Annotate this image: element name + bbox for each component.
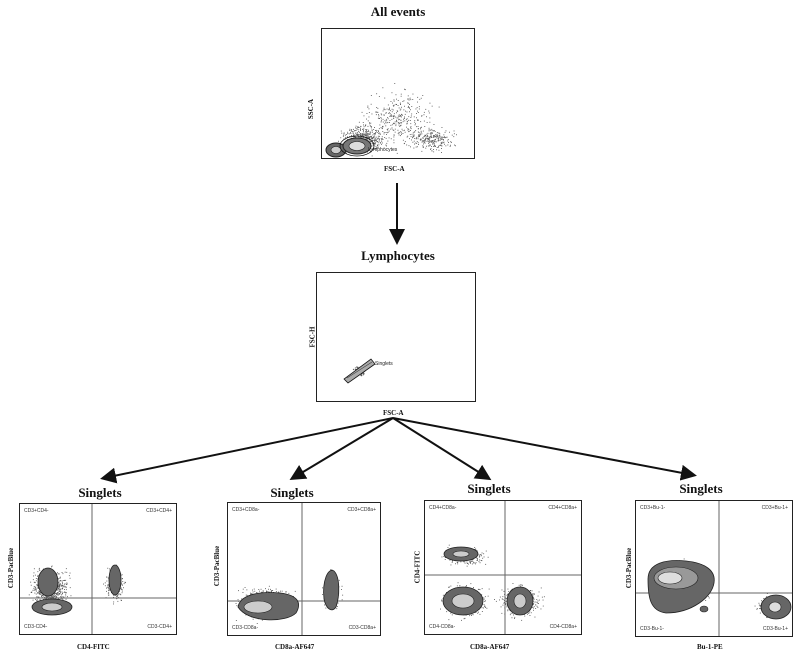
quadrant-plot-cd3-cd4: CD3+CD4- CD3+CD4+ CD3-CD4- CD3-CD4+ xyxy=(19,503,177,635)
x-axis-label: Bu-1-PE xyxy=(697,643,723,651)
quadrant-label-bottom-left: CD3-Bu-1- xyxy=(640,626,664,632)
x-axis-label: CD8a-AF647 xyxy=(470,643,510,651)
population-contour xyxy=(699,605,709,613)
y-axis-label: CD3-PacBlue xyxy=(625,547,634,589)
plot-title-singlets-2: Singlets xyxy=(270,485,314,500)
quadrant-plot-cd3-cd8a: CD3+CD8a- CD3+CD8a+ CD3-CD8a- CD3-CD8a+ xyxy=(227,502,381,636)
quadrant-label-top-right: CD3+CD4+ xyxy=(146,508,172,514)
plot-title-singlets-1: Singlets xyxy=(78,485,122,500)
quadrant-label-bottom-right: CD4-CD8a+ xyxy=(549,624,577,630)
y-axis-label: FSC-H xyxy=(308,326,317,348)
density-contour xyxy=(348,141,366,151)
population-contour xyxy=(108,564,122,596)
scatter-plot-lymphocytes: Singlets xyxy=(316,272,476,402)
y-axis-label: CD3-PacBlue xyxy=(7,547,16,589)
y-axis-label: CD3-PacBlue xyxy=(213,545,222,587)
quadrant-label-bottom-left: CD3-CD4- xyxy=(24,624,48,630)
quadrant-label-top-left: CD3+Bu-1- xyxy=(640,505,666,511)
arrow-to-panel-2 xyxy=(289,417,394,481)
population-contour xyxy=(657,571,683,585)
x-axis-label: CD8a-AF647 xyxy=(275,643,315,651)
plot-title-lymphocytes: Lymphocytes xyxy=(361,248,435,263)
population-contour xyxy=(323,569,340,611)
population-contour xyxy=(768,601,782,613)
quadrant-label-bottom-left: CD4-CD8a- xyxy=(429,624,456,630)
population-contour xyxy=(243,600,273,614)
x-axis-label: FSC-A xyxy=(384,165,405,173)
quadrant-label-top-right: CD4+CD8a+ xyxy=(548,505,577,511)
plot-title-all-events: All events xyxy=(370,4,426,19)
plot-title-singlets-4: Singlets xyxy=(679,481,723,496)
singlets-gate xyxy=(343,358,376,384)
quadrant-plot-cd3-bu1: CD3+Bu-1- CD3+Bu-1+ CD3-Bu-1- CD3-Bu-1+ xyxy=(635,500,793,637)
population-contour xyxy=(41,602,63,612)
y-axis-label: SSC-A xyxy=(307,98,316,120)
population-contour xyxy=(513,593,527,609)
x-axis-label: CD4-FITC xyxy=(77,643,110,651)
x-axis-label: FSC-A xyxy=(383,409,404,417)
quadrant-label-top-left: CD4+CD8a- xyxy=(429,505,457,511)
population-contour xyxy=(452,550,470,558)
quadrant-label-top-left: CD3+CD8a- xyxy=(232,507,260,513)
quadrant-label-top-right: CD3+Bu-1+ xyxy=(761,505,788,511)
density-contour xyxy=(330,146,342,154)
gate-label-lymphocytes: Lymphocytes xyxy=(368,147,398,153)
y-axis-label: CD4-FITC xyxy=(413,550,422,584)
quadrant-label-bottom-right: CD3-CD4+ xyxy=(147,624,172,630)
quadrant-label-bottom-right: CD3-CD8a+ xyxy=(348,625,376,631)
lymphocytes-gate xyxy=(339,135,375,157)
arrow-to-panel-3 xyxy=(392,417,492,481)
quadrant-label-bottom-right: CD3-Bu-1+ xyxy=(762,626,788,632)
scatter-plot-all-events: Lymphocytes xyxy=(321,28,475,159)
population-contour xyxy=(451,593,475,609)
quadrant-label-top-right: CD3+CD8a+ xyxy=(347,507,376,513)
population-contour xyxy=(37,567,59,597)
quadrant-plot-cd4-cd8a: CD4+CD8a- CD4+CD8a+ CD4-CD8a- CD4-CD8a+ xyxy=(424,500,582,635)
arrow-to-panel-1 xyxy=(100,417,394,484)
gate-label-singlets: Singlets xyxy=(375,361,393,367)
arrow-to-panel-4 xyxy=(392,417,697,481)
quadrant-label-top-left: CD3+CD4- xyxy=(24,508,49,514)
quadrant-label-bottom-left: CD3-CD8a- xyxy=(232,625,259,631)
plot-title-singlets-3: Singlets xyxy=(467,481,511,496)
